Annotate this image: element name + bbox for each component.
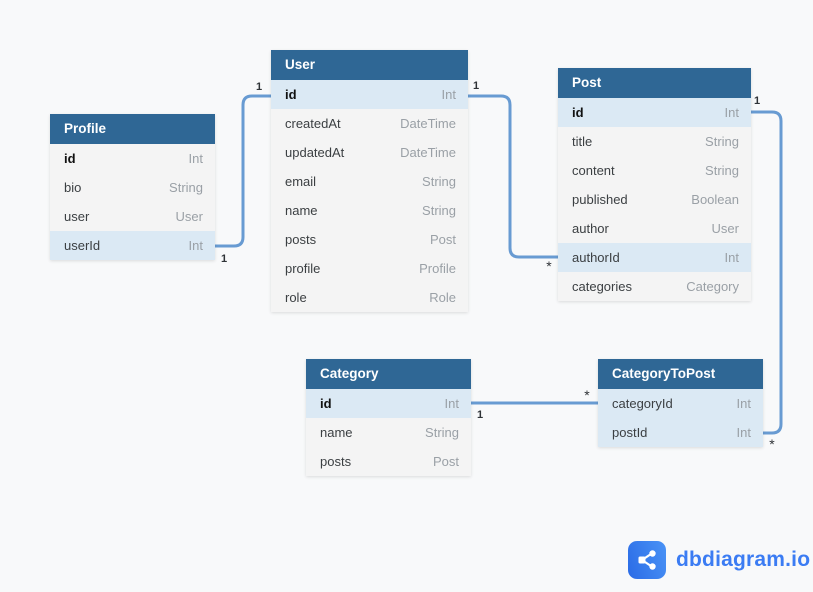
table-header-categorytopost[interactable]: CategoryToPost xyxy=(598,359,763,389)
field-row-post-authorId[interactable]: authorId Int xyxy=(558,243,751,272)
field-type: Int xyxy=(188,238,203,253)
table-header-category[interactable]: Category xyxy=(306,359,471,389)
relation-line-profile-userId-to-user-id[interactable] xyxy=(215,94,271,248)
field-name: id xyxy=(285,87,297,102)
field-row-post-title[interactable]: title String xyxy=(558,127,751,156)
logo-text: dbdiagram.io xyxy=(676,548,811,571)
cardinality-label: * xyxy=(769,436,775,452)
field-name: content xyxy=(572,163,615,178)
field-row-user-profile[interactable]: profile Profile xyxy=(271,254,468,283)
field-type: String xyxy=(169,180,203,195)
field-type: Int xyxy=(724,105,739,120)
field-type: Int xyxy=(724,250,739,265)
field-row-user-name[interactable]: name String xyxy=(271,196,468,225)
field-type: String xyxy=(422,203,456,218)
field-type: String xyxy=(705,163,739,178)
field-type: DateTime xyxy=(400,145,456,160)
field-type: Int xyxy=(736,396,751,411)
cardinality-label: 1 xyxy=(221,253,227,265)
field-name: postId xyxy=(612,425,648,440)
field-row-profile-userId[interactable]: userId Int xyxy=(50,231,215,260)
cardinality-label: * xyxy=(584,387,590,403)
field-type: Int xyxy=(188,151,203,166)
field-name: createdAt xyxy=(285,116,341,131)
field-row-post-content[interactable]: content String xyxy=(558,156,751,185)
field-type: User xyxy=(711,221,739,236)
field-name: categories xyxy=(572,279,632,294)
field-name: userId xyxy=(64,238,101,253)
field-name: name xyxy=(285,203,318,218)
field-type: Int xyxy=(441,87,456,102)
field-name: name xyxy=(320,425,353,440)
field-type: String xyxy=(705,134,739,149)
field-type: String xyxy=(425,425,459,440)
field-row-user-id[interactable]: id Int xyxy=(271,80,468,109)
cardinality-label: 1 xyxy=(256,81,262,93)
table-header-post[interactable]: Post xyxy=(558,68,751,98)
field-name: role xyxy=(285,290,307,305)
field-row-user-createdAt[interactable]: createdAt DateTime xyxy=(271,109,468,138)
field-name: categoryId xyxy=(612,396,673,411)
field-row-category-name[interactable]: name String xyxy=(306,418,471,447)
field-name: published xyxy=(572,192,628,207)
field-name: posts xyxy=(320,454,352,469)
field-type: Category xyxy=(686,279,739,294)
field-row-profile-user[interactable]: user User xyxy=(50,202,215,231)
field-name: author xyxy=(572,221,609,236)
field-type: DateTime xyxy=(400,116,456,131)
table-category[interactable]: Category id Int name String posts Post xyxy=(306,359,471,476)
cardinality-label: 1 xyxy=(754,95,760,107)
cardinality-label: 1 xyxy=(473,80,479,92)
field-name: id xyxy=(64,151,76,166)
field-name: authorId xyxy=(572,250,620,265)
field-row-user-updatedAt[interactable]: updatedAt DateTime xyxy=(271,138,468,167)
field-type: Post xyxy=(429,232,456,247)
table-header-user[interactable]: User xyxy=(271,50,468,80)
field-name: id xyxy=(572,105,584,120)
table-header-profile[interactable]: Profile xyxy=(50,114,215,144)
field-type: Post xyxy=(432,454,459,469)
field-name: updatedAt xyxy=(285,145,345,160)
field-row-user-posts[interactable]: posts Post xyxy=(271,225,468,254)
relation-line-user-id-to-post-authorId[interactable] xyxy=(468,94,558,259)
field-row-post-categories[interactable]: categories Category xyxy=(558,272,751,301)
field-row-user-role[interactable]: role Role xyxy=(271,283,468,312)
field-type: Int xyxy=(444,396,459,411)
field-row-categorytopost-postId[interactable]: postId Int xyxy=(598,418,763,447)
share-icon xyxy=(628,541,666,579)
field-name: title xyxy=(572,134,593,149)
field-row-categorytopost-categoryId[interactable]: categoryId Int xyxy=(598,389,763,418)
field-row-category-posts[interactable]: posts Post xyxy=(306,447,471,476)
field-type: Int xyxy=(736,425,751,440)
field-name: profile xyxy=(285,261,321,276)
field-type: Role xyxy=(429,290,456,305)
field-type: Boolean xyxy=(691,192,739,207)
field-type: String xyxy=(422,174,456,189)
cardinality-label: 1 xyxy=(477,409,483,421)
field-row-profile-id[interactable]: id Int xyxy=(50,144,215,173)
field-name: id xyxy=(320,396,332,411)
field-name: bio xyxy=(64,180,82,195)
field-row-user-email[interactable]: email String xyxy=(271,167,468,196)
field-row-profile-bio[interactable]: bio String xyxy=(50,173,215,202)
field-row-post-author[interactable]: author User xyxy=(558,214,751,243)
field-name: posts xyxy=(285,232,317,247)
field-name: email xyxy=(285,174,317,189)
relation-line-post-id-to-categorytopost-postId[interactable] xyxy=(751,110,783,435)
cardinality-label: * xyxy=(546,258,552,274)
field-type: User xyxy=(175,209,203,224)
field-row-category-id[interactable]: id Int xyxy=(306,389,471,418)
field-type: Profile xyxy=(419,261,456,276)
dbdiagram-logo[interactable]: dbdiagram.io xyxy=(628,541,810,579)
field-row-post-published[interactable]: published Boolean xyxy=(558,185,751,214)
field-row-post-id[interactable]: id Int xyxy=(558,98,751,127)
field-name: user xyxy=(64,209,90,224)
